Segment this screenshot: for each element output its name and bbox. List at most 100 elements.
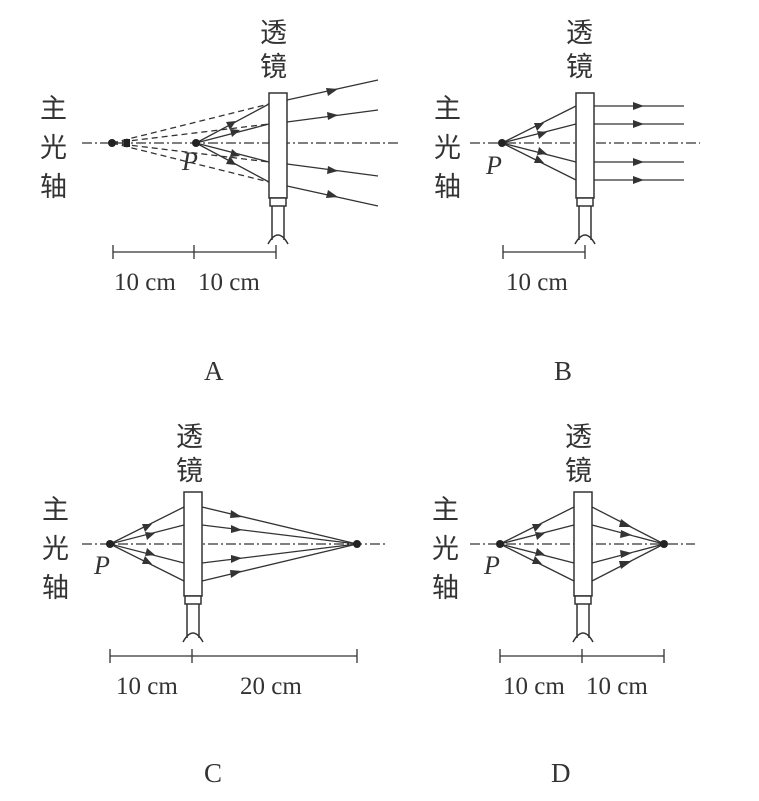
panel-d-point-p-label: P — [483, 551, 500, 580]
panel-d-ray-arrow — [532, 524, 542, 532]
panel-a-virtual-ray — [111, 142, 270, 163]
panel-a-ray-arrow — [226, 121, 236, 130]
panel-b-caption: B — [554, 356, 572, 386]
panel-d-lens-holder — [574, 595, 592, 605]
panel-d-ray-arrow — [620, 530, 632, 538]
panel-d-axis-label-1: 主 — [432, 495, 459, 526]
panel-b-ray-arrow — [633, 158, 644, 166]
panel-c-image-point — [353, 540, 361, 548]
panel-a-virtual-marker — [124, 139, 130, 147]
panel-c-point-p-label: P — [93, 551, 110, 580]
panel-a-lens — [268, 92, 288, 199]
panel-a-ray-arrow — [230, 149, 240, 157]
panel-a-lens-label-2: 镜 — [260, 52, 287, 83]
panel-c-refracted-ray — [201, 543, 358, 582]
panel-b-lens-stand — [574, 206, 596, 245]
panel-a-virtual-ray — [111, 123, 270, 144]
panel-c-dim-2: 20 cm — [240, 673, 302, 700]
panel-d-axis-label-2: 光 — [432, 534, 459, 565]
panel-a-ray-arrow — [326, 190, 338, 198]
panel-c: 透 镜 主 光 轴 P 10 cm — [42, 422, 385, 788]
panel-c-lens-label-1: 透 — [176, 422, 203, 453]
panel-c-axis-label-3: 轴 — [42, 573, 69, 604]
panel-d-image-point — [660, 540, 668, 548]
panel-d-ray-arrow — [620, 550, 632, 558]
panel-a-axis-label-1: 主 — [40, 94, 67, 125]
panel-d-ray-arrow — [619, 519, 632, 527]
panel-a-point-p — [192, 139, 200, 147]
panel-c-point-p — [106, 540, 114, 548]
panel-a-lens-holder — [269, 197, 287, 207]
panel-a-lens-label-1: 透 — [260, 18, 287, 49]
panel-d: 透 镜 主 光 轴 P 10 cm — [432, 422, 695, 788]
panel-d-lens-label-2: 镜 — [565, 456, 592, 487]
panel-c-ray-arrow — [231, 525, 242, 533]
panel-d-lens-label-1: 透 — [565, 422, 592, 453]
panel-a: 透 镜 主 光 轴 P — [40, 18, 400, 386]
panel-b-lens — [575, 92, 595, 199]
panel-b-lens-label-1: 透 — [566, 18, 593, 49]
panel-a-dim-1: 10 cm — [114, 269, 176, 296]
panel-c-lens-holder — [184, 595, 202, 605]
panel-b-dim-1: 10 cm — [506, 269, 568, 296]
panel-c-ray-arrow — [142, 524, 152, 532]
panel-c-axis-label-1: 主 — [42, 495, 69, 526]
panel-b-ray-arrow — [633, 120, 644, 128]
panel-b-axis-label-1: 主 — [434, 94, 461, 125]
panel-b-point-p — [498, 139, 506, 147]
panel-b-ray-arrow — [537, 131, 547, 139]
panel-b-ray-arrow — [633, 102, 644, 110]
panel-c-ray-arrow — [230, 510, 242, 518]
panel-d-point-p — [496, 540, 504, 548]
panel-d-dim-1: 10 cm — [503, 673, 565, 700]
panel-c-refracted-ray — [201, 524, 358, 545]
panel-b: 透 镜 主 光 轴 P 10 cm B — [434, 18, 700, 386]
panel-c-lens — [183, 491, 203, 597]
panel-a-virtual-ray — [111, 142, 270, 183]
panel-a-ray-arrow — [226, 156, 236, 165]
panel-c-lens-stand — [182, 604, 204, 643]
panel-d-ray-arrow — [532, 556, 542, 564]
panel-b-ray-arrow — [534, 123, 544, 131]
panel-c-lens-label-2: 镜 — [176, 456, 203, 487]
panel-c-caption: C — [204, 758, 222, 788]
panel-a-virtual-ray — [111, 103, 270, 144]
panel-a-virtual-image-point — [108, 139, 116, 147]
panel-a-caption: A — [204, 356, 224, 386]
panel-c-ray-arrow — [142, 556, 152, 564]
panel-a-lens-stand — [267, 206, 289, 245]
panel-b-point-p-label: P — [485, 151, 502, 180]
panel-a-ray-arrow — [326, 88, 338, 96]
panel-b-ray-arrow — [537, 147, 547, 155]
panel-a-axis-label-3: 轴 — [40, 172, 67, 203]
panel-d-ray-arrow — [535, 532, 545, 540]
panel-a-ray-arrow — [230, 129, 240, 137]
panel-c-ray-arrow — [231, 555, 242, 563]
panel-d-ray-arrow — [619, 561, 632, 569]
panel-a-ray-arrow — [327, 112, 338, 120]
panel-c-ray-arrow — [145, 548, 155, 556]
panel-a-axis-label-2: 光 — [40, 133, 67, 164]
panel-d-axis-label-3: 轴 — [432, 573, 459, 604]
panel-c-ray-arrow — [145, 532, 155, 540]
panel-a-point-p-label: P — [181, 147, 198, 176]
panel-d-ray-arrow — [535, 548, 545, 556]
panel-b-lens-label-2: 镜 — [566, 52, 593, 83]
panel-d-lens-stand — [572, 604, 594, 643]
panel-d-dim-2: 10 cm — [586, 673, 648, 700]
panel-c-axis-label-2: 光 — [42, 534, 69, 565]
panel-b-ray-arrow — [534, 155, 544, 163]
panel-a-dim-2: 10 cm — [198, 269, 260, 296]
panel-b-ray-arrow — [633, 176, 644, 184]
panel-d-lens — [573, 491, 593, 597]
panel-c-ray-arrow — [230, 570, 242, 578]
panel-b-lens-holder — [576, 197, 594, 207]
panel-c-dim-1: 10 cm — [116, 673, 178, 700]
panel-a-ray-arrow — [327, 166, 338, 174]
panel-c-refracted-ray — [201, 506, 358, 545]
panel-b-axis-label-2: 光 — [434, 133, 461, 164]
panel-b-axis-label-3: 轴 — [434, 172, 461, 203]
panel-c-refracted-ray — [201, 543, 358, 564]
panel-d-caption: D — [551, 758, 571, 788]
